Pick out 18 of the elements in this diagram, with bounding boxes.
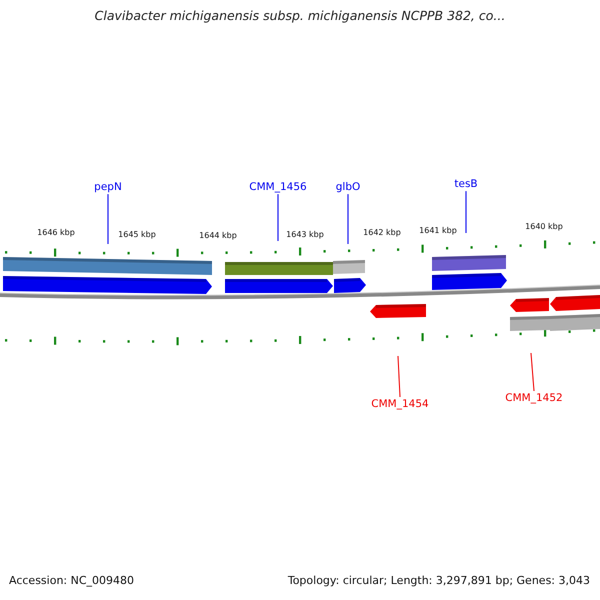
scale-label: 1641 kbp bbox=[419, 226, 457, 236]
scale-label: 1643 kbp bbox=[286, 230, 324, 240]
scale-label: 1646 kbp bbox=[37, 228, 75, 238]
scale-label: 1640 kbp bbox=[525, 222, 563, 232]
gene-label: glbO bbox=[336, 181, 360, 194]
scale-label: 1642 kbp bbox=[363, 228, 401, 238]
leader-line bbox=[530, 352, 534, 392]
genome-info-text: Topology: circular; Length: 3,297,891 bp; Genes: 3,043 bbox=[288, 575, 590, 588]
diagram-title: Clavibacter michiganensis subsp. michiganensis NCPPB 382, co... bbox=[94, 9, 506, 24]
gene-label: pepN bbox=[94, 181, 122, 194]
accession-text: Accession: NC_009480 bbox=[9, 575, 134, 588]
scale-label: 1644 kbp bbox=[199, 231, 237, 240]
gene-label: CMM_1454 bbox=[371, 398, 429, 410]
gene-label: CMM_1456 bbox=[249, 181, 307, 194]
gene-label: tesB bbox=[454, 178, 478, 190]
leader-line bbox=[398, 356, 400, 398]
gene-label: CMM_1452 bbox=[505, 392, 563, 404]
scale-label: 1645 kbp bbox=[118, 230, 156, 240]
